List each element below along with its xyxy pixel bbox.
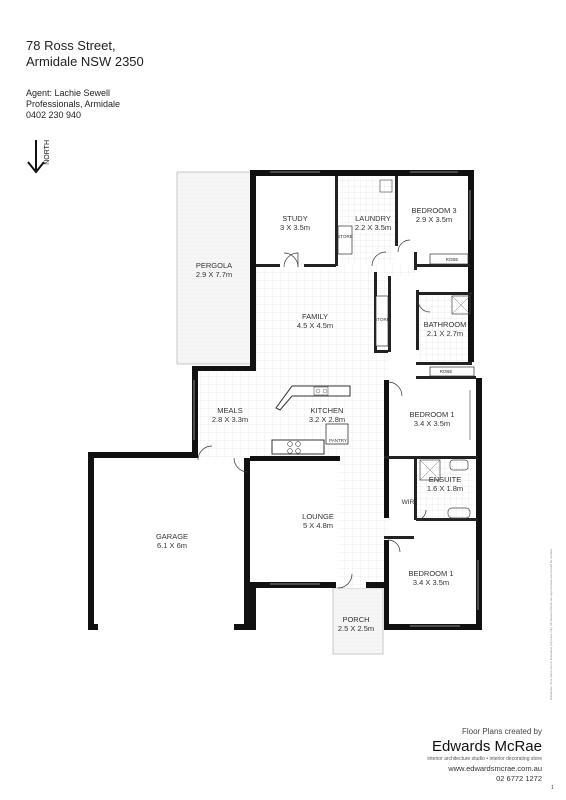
room-lounge-name: LOUNGE: [302, 512, 334, 521]
room-family-size: 4.5 X 4.5m: [297, 321, 333, 330]
label-pantry: PANTRY: [329, 438, 347, 443]
robe-cupboard: [429, 253, 469, 265]
address-line-1: 78 Ross Street,: [26, 38, 116, 53]
robe-cupboard: [429, 366, 475, 377]
room-bedroom1-bottom-size: 3.4 X 3.5m: [413, 578, 449, 587]
room-bedroom1-top-size: 3.4 X 3.5m: [414, 419, 450, 428]
room-family-name: FAMILY: [302, 312, 328, 321]
label-robe-bedroom3: ROBE: [446, 257, 459, 262]
shower-icon: [419, 459, 441, 481]
tiled-floor-corridor: [336, 265, 416, 277]
label-store-laundry: STORE: [337, 234, 352, 239]
room-bathroom-size: 2.1 X 2.7m: [427, 329, 463, 338]
agent-phone: 0402 230 940: [26, 110, 82, 120]
basin-icon: [379, 179, 393, 193]
garage-floor: [92, 458, 244, 626]
room-porch-name: PORCH: [342, 615, 369, 624]
tiled-floor-family: [256, 270, 388, 370]
kitchen-island: [275, 385, 351, 411]
sink-bowl-icon: [315, 388, 321, 394]
room-study-name: STUDY: [282, 214, 307, 223]
internal-walls: [256, 176, 478, 539]
label-robe-bedroom1: ROBE: [440, 369, 453, 374]
tiled-floor-hall: [338, 458, 388, 588]
room-bedroom3-size: 2.9 X 3.5m: [416, 215, 452, 224]
room-lounge-size: 5 X 4.8m: [303, 521, 333, 530]
north-arrow-icon: NORTH: [27, 140, 51, 174]
room-garage-name: GARAGE: [156, 532, 188, 541]
toilet-icon: [447, 507, 471, 519]
room-meals-name: MEALS: [217, 406, 242, 415]
disclaimer-text: Disclaimer: floor plans are for illustra…: [549, 548, 553, 700]
pantry-cupboard: [325, 423, 349, 445]
basin-icon: [449, 459, 469, 471]
room-bedroom3-name: BEDROOM 3: [411, 206, 456, 215]
shower-icon: [419, 459, 441, 481]
room-pergola-size: 2.9 X 7.7m: [196, 270, 232, 279]
label-wir: WIR: [402, 499, 415, 506]
cooktop-icon: [287, 441, 301, 454]
porch-deck: [332, 587, 384, 655]
shower-icon: [451, 295, 471, 315]
windows: [193, 171, 479, 627]
room-pergola-name: PERGOLA: [196, 261, 232, 270]
walls: [88, 170, 482, 630]
room-bedroom1-bottom-name: BEDROOM 1: [408, 569, 453, 578]
brand-tagline: interior architecture studio • interior …: [427, 756, 542, 762]
credit-line: Floor Plans created by: [461, 727, 542, 736]
room-garage-size: 6.1 X 6m: [157, 541, 187, 550]
room-meals-size: 2.8 X 3.3m: [212, 415, 248, 424]
north-label: NORTH: [44, 140, 51, 165]
room-bathroom-name: BATHROOM: [424, 320, 467, 329]
room-laundry-name: LAUNDRY: [355, 214, 391, 223]
agent-name: Agent: Lachie Sewell: [26, 88, 111, 98]
brand-website: www.edwardsmcrae.com.au: [448, 764, 542, 773]
store-cupboard: [337, 225, 353, 255]
shower-icon: [451, 295, 471, 315]
door-swings: [197, 239, 431, 589]
room-ensuite-name: ENSUITE: [429, 475, 462, 484]
sink-bowl-icon: [322, 388, 328, 394]
room-study-size: 3 X 3.5m: [280, 223, 310, 232]
label-store-hall: STORE: [374, 317, 389, 322]
page-number: 1: [551, 785, 554, 791]
credit-block: Floor Plans created by Edwards McRae int…: [427, 727, 542, 783]
room-laundry-size: 2.2 X 3.5m: [355, 223, 391, 232]
kitchen-bench: [271, 439, 325, 455]
bathroom-tiles: [418, 294, 474, 362]
room-kitchen-size: 3.2 X 2.8m: [309, 415, 345, 424]
brand-phone: 02 6772 1272: [496, 774, 542, 783]
room-bedroom1-top-name: BEDROOM 1: [409, 410, 454, 419]
room-porch-size: 2.5 X 2.5m: [338, 624, 374, 633]
address-line-2: Armidale NSW 2350: [26, 54, 144, 69]
agent-agency: Professionals, Armidale: [26, 99, 121, 109]
ensuite-tiles: [416, 458, 474, 520]
room-kitchen-name: KITCHEN: [311, 406, 344, 415]
kitchen-sink: [313, 386, 329, 396]
room-ensuite-size: 1.6 X 1.8m: [427, 484, 463, 493]
store-cupboard: [375, 295, 389, 347]
brand-name: Edwards McRae: [431, 738, 542, 755]
